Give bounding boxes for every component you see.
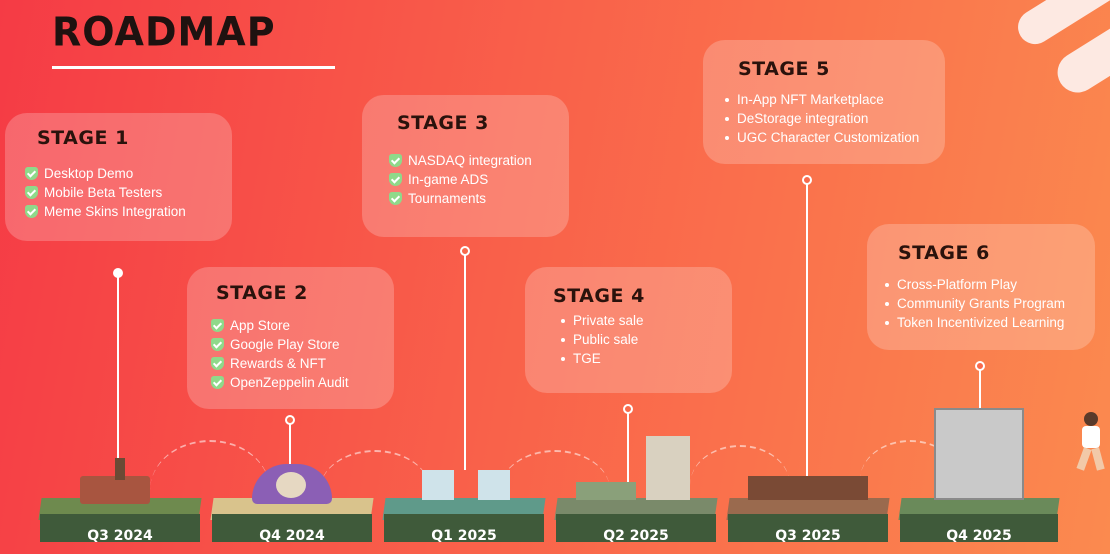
connector-line (464, 255, 466, 470)
path-arc (690, 445, 790, 485)
page-title: ROADMAP (52, 8, 276, 56)
quarter-label: Q3 2025 (775, 528, 841, 544)
list-item: Private sale (557, 311, 644, 330)
connector-line (289, 424, 291, 484)
list-item: OpenZeppelin Audit (211, 373, 349, 392)
island-illustration-q4-2024 (210, 464, 374, 546)
stage-title: STAGE 2 (216, 282, 308, 304)
quarter-label: Q4 2025 (946, 528, 1012, 544)
stage-card-4: STAGE 4 Private sale Public sale TGE (525, 267, 732, 393)
connector-line (117, 276, 119, 468)
list-item: DeStorage integration (721, 109, 919, 128)
path-arc (150, 440, 270, 490)
island-illustration-q2-2025 (554, 436, 718, 546)
check-shield-icon (211, 319, 224, 332)
list-item: Tournaments (389, 189, 532, 208)
list-item: Rewards & NFT (211, 354, 349, 373)
check-shield-icon (211, 376, 224, 389)
stage-title: STAGE 4 (553, 285, 645, 307)
connector-dot (285, 415, 295, 425)
list-item: In-game ADS (389, 170, 532, 189)
list-item: In-App NFT Marketplace (721, 90, 919, 109)
connector-dot (460, 246, 470, 256)
bullet-icon (885, 320, 889, 325)
bullet-icon (561, 337, 565, 342)
list-item: Token Incentivized Learning (881, 313, 1065, 332)
list-item: Cross-Platform Play (881, 275, 1065, 294)
path-arc (860, 440, 960, 480)
list-item: Mobile Beta Testers (25, 183, 186, 202)
check-shield-icon (25, 186, 38, 199)
stage-items: Desktop Demo Mobile Beta Testers Meme Sk… (25, 164, 186, 221)
quarter-label: Q4 2024 (259, 528, 325, 544)
list-item: Community Grants Program (881, 294, 1065, 313)
island-illustration-q3-2025 (726, 476, 890, 546)
stage-title: STAGE 5 (738, 58, 830, 80)
connector-dot (113, 268, 123, 278)
list-item: NASDAQ integration (389, 151, 532, 170)
stage-title: STAGE 3 (397, 112, 489, 134)
check-shield-icon (211, 357, 224, 370)
stage-items: Cross-Platform Play Community Grants Pro… (881, 275, 1065, 332)
quarter-label: Q3 2024 (87, 528, 153, 544)
path-arc (500, 450, 610, 490)
stage-card-1: STAGE 1 Desktop Demo Mobile Beta Testers… (5, 113, 232, 241)
quarter-label: Q1 2025 (431, 528, 497, 544)
check-shield-icon (25, 167, 38, 180)
stage-items: In-App NFT Marketplace DeStorage integra… (721, 90, 919, 147)
stage-card-2: STAGE 2 App Store Google Play Store Rewa… (187, 267, 394, 409)
stage-card-5: STAGE 5 In-App NFT Marketplace DeStorage… (703, 40, 945, 164)
stage-items: Private sale Public sale TGE (557, 311, 644, 368)
list-item: Desktop Demo (25, 164, 186, 183)
quarter-label: Q2 2025 (603, 528, 669, 544)
connector-dot (623, 404, 633, 414)
check-shield-icon (25, 205, 38, 218)
connector-dot (802, 175, 812, 185)
check-shield-icon (389, 173, 402, 186)
title-underline (52, 66, 335, 69)
list-item: App Store (211, 316, 349, 335)
stage-items: App Store Google Play Store Rewards & NF… (211, 316, 349, 392)
stage-items: NASDAQ integration In-game ADS Tournamen… (389, 151, 532, 208)
bullet-icon (885, 301, 889, 306)
bullet-icon (725, 97, 729, 102)
path-arc (320, 450, 430, 490)
bullet-icon (885, 282, 889, 287)
check-shield-icon (389, 154, 402, 167)
island-illustration-q1-2025 (382, 470, 546, 546)
list-item: Meme Skins Integration (25, 202, 186, 221)
stage-title: STAGE 6 (898, 242, 990, 264)
bullet-icon (725, 116, 729, 121)
list-item: Public sale (557, 330, 644, 349)
island-illustration-q3-2024 (38, 458, 202, 546)
stage-card-3: STAGE 3 NASDAQ integration In-game ADS T… (362, 95, 569, 237)
island-illustration-q4-2025 (898, 408, 1060, 546)
character-figure (1076, 412, 1106, 474)
bullet-icon (561, 356, 565, 361)
connector-line (627, 413, 629, 483)
stage-card-6: STAGE 6 Cross-Platform Play Community Gr… (867, 224, 1095, 350)
check-shield-icon (211, 338, 224, 351)
connector-dot (975, 361, 985, 371)
bullet-icon (561, 318, 565, 323)
bullet-icon (725, 135, 729, 140)
connector-line (979, 370, 981, 420)
check-shield-icon (389, 192, 402, 205)
stage-title: STAGE 1 (37, 127, 129, 149)
list-item: TGE (557, 349, 644, 368)
list-item: UGC Character Customization (721, 128, 919, 147)
connector-line (806, 184, 808, 489)
list-item: Google Play Store (211, 335, 349, 354)
